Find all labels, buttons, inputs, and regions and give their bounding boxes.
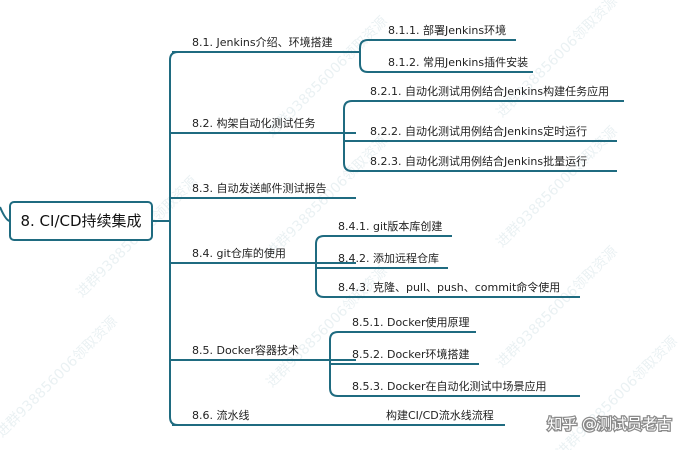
sub-branch-bus xyxy=(315,235,325,298)
child-node-label[interactable]: 8.1.2. 常用Jenkins插件安装 xyxy=(388,55,528,69)
node-layer: 8. CI/CD持续集成 8.1. Jenkins介绍、环境搭建 8.1.1. 部署… xyxy=(9,23,624,426)
root-left-connector xyxy=(0,206,11,222)
child-node-label[interactable]: 8.5.2. Docker环境搭建 xyxy=(352,347,470,361)
child-node-label[interactable]: 8.4.2. 添加远程仓库 xyxy=(338,251,439,265)
child-node-label[interactable]: 8.1.1. 部署Jenkins环境 xyxy=(388,23,506,37)
root-node-label: 8. CI/CD持续集成 xyxy=(20,212,141,230)
child-node-label[interactable]: 构建CI/CD流水线流程 xyxy=(386,408,494,422)
branch-node-label[interactable]: 8.4. git仓库的使用 xyxy=(192,246,286,260)
watermark-text: 进群938856006领取资源 xyxy=(493,243,620,370)
branch-node-label[interactable]: 8.5. Docker容器技术 xyxy=(192,343,299,357)
watermark-text: 进群938856006领取资源 xyxy=(493,123,620,250)
child-node-label[interactable]: 8.5.1. Docker使用原理 xyxy=(352,316,470,329)
sub-branch-bus xyxy=(359,39,369,73)
credit-layer: 知乎 @测试员老古 xyxy=(546,414,673,435)
child-node-label[interactable]: 8.4.3. 克隆、pull、push、commit命令使用 xyxy=(338,280,560,294)
sub-branch-bus xyxy=(343,100,353,172)
branch-node-label[interactable]: 8.6. 流水线 xyxy=(192,408,250,422)
branch-node-label[interactable]: 8.3. 自动发送邮件测试报告 xyxy=(192,181,327,195)
child-node-label[interactable]: 8.5.3. Docker在自动化测试中场景应用 xyxy=(352,379,547,393)
child-node-label[interactable]: 8.2.2. 自动化测试用例结合Jenkins定时运行 xyxy=(370,124,587,138)
branch-node-label[interactable]: 8.2. 构架自动化测试任务 xyxy=(192,116,316,130)
branch-node-label[interactable]: 8.1. Jenkins介绍、环境搭建 xyxy=(192,35,333,49)
branch-connector xyxy=(169,51,179,61)
root-node-box[interactable] xyxy=(9,201,153,241)
child-node-label[interactable]: 8.4.1. git版本库创建 xyxy=(338,219,442,233)
credit-text: 知乎 @测试员老古 xyxy=(547,415,672,433)
child-node-label[interactable]: 8.2.3. 自动化测试用例结合Jenkins批量运行 xyxy=(370,154,587,168)
branch-connector xyxy=(169,416,179,426)
child-node-label[interactable]: 8.2.1. 自动化测试用例结合Jenkins构建任务应用 xyxy=(370,84,609,98)
watermark-text: 进群938856006领取资源 xyxy=(0,313,121,440)
